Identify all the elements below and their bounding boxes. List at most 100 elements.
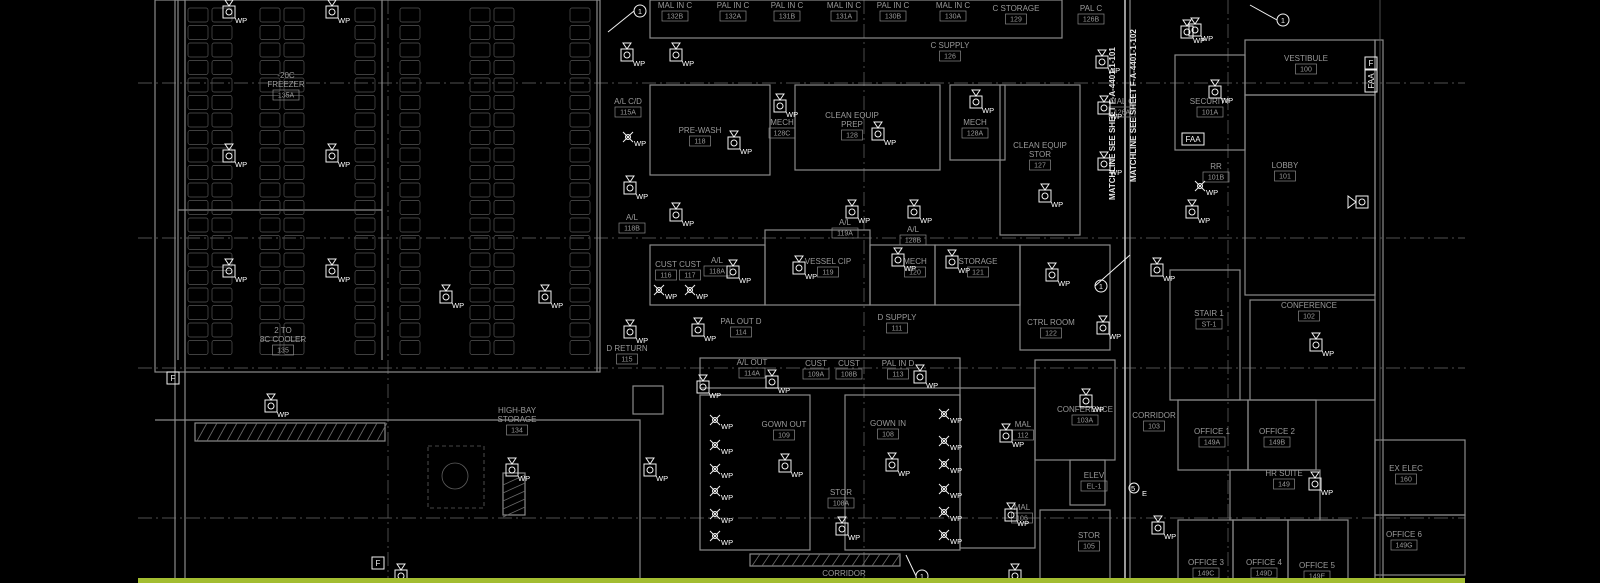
rack-cell <box>259 60 281 75</box>
wp-label: WP <box>1110 112 1122 121</box>
rack-cell <box>569 270 591 285</box>
wp-device-icon: WP <box>773 93 798 119</box>
wp-label: WP <box>778 386 790 395</box>
rack-cell <box>399 112 421 128</box>
room-number-box <box>272 89 300 101</box>
faa-box <box>1181 132 1205 146</box>
room-number: 160 <box>1400 477 1412 484</box>
rack-cell <box>569 322 591 338</box>
keynote-callout: 1 <box>1094 254 1131 293</box>
wp-device-icon: WP <box>1185 199 1210 225</box>
room-number-box <box>506 424 528 436</box>
wp-device-icon: WP <box>623 319 648 345</box>
rack-cell <box>283 287 305 303</box>
room-number: 126A <box>1114 110 1131 117</box>
wp-device-icon: WP <box>691 317 716 343</box>
room-number-box <box>618 222 646 234</box>
rack-cell <box>259 200 281 215</box>
wp-label: WP <box>884 138 896 147</box>
rack-cell <box>187 77 209 93</box>
rack-cell <box>569 305 591 320</box>
rack-cell <box>569 252 591 268</box>
hatch-line <box>502 482 526 494</box>
rack-cell <box>211 95 233 110</box>
rack-cell <box>399 165 421 180</box>
rack-cell <box>259 217 281 233</box>
rack-cell <box>283 252 305 268</box>
rack-cell <box>283 112 305 128</box>
hatch-line <box>216 422 228 442</box>
room-number: 149E <box>1309 574 1326 581</box>
wp-label: WP <box>235 275 247 284</box>
hatch-line <box>256 422 268 442</box>
room-name: MAL IN C <box>658 1 693 10</box>
room-name: CUST <box>838 359 860 368</box>
wp-label: WP <box>1322 349 1334 358</box>
rack-cell <box>354 287 376 303</box>
rack-cell <box>211 42 233 58</box>
wp-label: WP <box>721 447 733 456</box>
wp-label: WP <box>1108 66 1120 75</box>
hatch-line <box>206 422 218 442</box>
room-name: STOR <box>1029 150 1051 159</box>
hatch-line <box>811 553 821 567</box>
rack-cell <box>399 147 421 163</box>
fire-alarm-label: F <box>1369 59 1374 68</box>
rack-cell <box>469 217 491 233</box>
wp-device-icon: WP <box>620 42 645 68</box>
room-name: 2 TO <box>274 326 292 335</box>
wp-label: WP <box>950 514 962 523</box>
rack-cell <box>493 322 515 338</box>
room-number: 126B <box>1083 17 1100 24</box>
rack-cell <box>569 200 591 215</box>
rack-cell <box>354 165 376 180</box>
wp-label: WP <box>338 275 350 284</box>
room-name: OFFICE 5 <box>1299 561 1336 570</box>
room-name: SECURITY <box>1190 97 1231 106</box>
rack-cell <box>187 270 209 285</box>
rack-cell <box>187 217 209 233</box>
rack-cell <box>399 217 421 233</box>
rack-cell <box>259 42 281 58</box>
wp-label: WP <box>721 471 733 480</box>
hatch-line <box>246 422 258 442</box>
room-number: 115 <box>621 357 632 364</box>
rack-cell <box>283 340 305 355</box>
rack-cell <box>469 112 491 128</box>
faa-box <box>1364 69 1378 93</box>
room-number: 116 <box>660 273 671 280</box>
rack-cell <box>283 25 305 40</box>
room-number: 130A <box>945 14 962 21</box>
wp-label: WP <box>636 192 648 201</box>
rack-cell <box>187 130 209 145</box>
wp-label: WP <box>704 334 716 343</box>
wp-label: WP <box>1012 440 1024 449</box>
room-number: 131B <box>779 14 796 21</box>
rack-cell <box>283 7 305 23</box>
column-grid <box>138 0 1465 583</box>
rack-cell <box>469 287 491 303</box>
rack-cell <box>493 270 515 285</box>
room-number-box <box>1298 310 1320 322</box>
wp-device-icon: WP <box>222 258 247 284</box>
rack-cell <box>493 200 515 215</box>
hatch-line <box>356 422 368 442</box>
wp-device-icon: WP <box>1097 151 1122 177</box>
hatch-line <box>841 553 851 567</box>
wp-device-icon: WP <box>945 249 970 275</box>
room-name: VESSEL CIP <box>805 257 851 266</box>
room-number-box <box>967 266 989 278</box>
rack-cell <box>399 77 421 93</box>
strobe-device-icon: WP <box>709 414 733 431</box>
wp-device-icon: WP <box>1150 257 1175 283</box>
wp-label: WP <box>1201 34 1213 43</box>
rack-cell <box>283 305 305 320</box>
wp-label: WP <box>634 139 646 148</box>
rack-cell <box>354 252 376 268</box>
rack-cell <box>399 235 421 250</box>
room-name: A/L <box>907 225 920 234</box>
shaft <box>632 385 664 415</box>
room-name: MECH <box>963 118 987 127</box>
room-name: CONFERENCE <box>1281 301 1337 310</box>
rack-cell <box>354 147 376 163</box>
